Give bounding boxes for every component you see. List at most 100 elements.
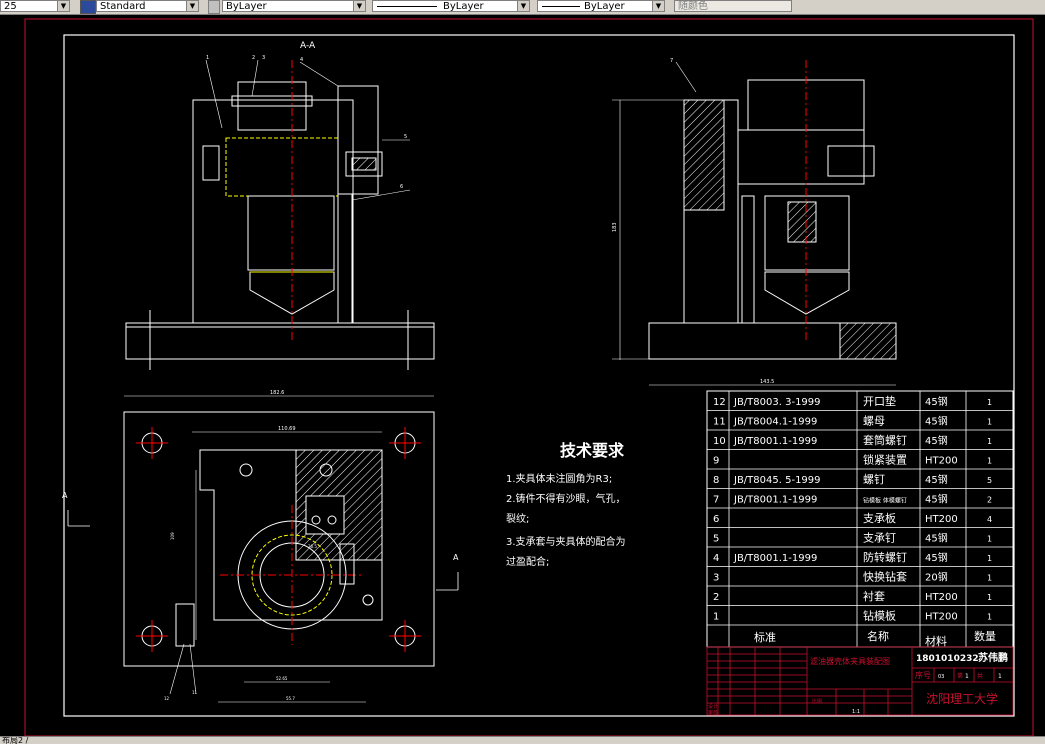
bom-cell-name: 螺钉 <box>863 473 885 486</box>
dim-plan-width: 182.6 <box>270 390 284 396</box>
bom-cell-mat: 45钢 <box>925 395 948 408</box>
bom-cell-name: 螺母 <box>863 415 885 428</box>
side-locking <box>827 145 875 177</box>
chevron-down-icon[interactable]: ▼ <box>57 1 69 11</box>
leader-line <box>169 643 185 695</box>
bom-cell-std: JB/T8001.1-1999 <box>733 436 817 447</box>
color-value: ByLayer <box>226 1 267 12</box>
callout-1: 1 <box>206 55 209 61</box>
leader-line <box>189 643 197 695</box>
leader-line <box>351 189 411 201</box>
bom-cell-name: 支承钉 <box>863 532 896 545</box>
section-arrow-right: A <box>453 553 459 562</box>
layer-dropdown[interactable]: 25 ▼ <box>0 0 70 12</box>
text-style-icon[interactable] <box>80 0 96 14</box>
drawing-canvas[interactable]: A-A 1 2 3 4 5 6 <box>0 15 1045 736</box>
leader-line <box>299 61 339 87</box>
locking-device <box>345 151 383 177</box>
plotstyle-value: 随颜色 <box>678 1 708 12</box>
bom-cell-no: 2 <box>713 592 719 603</box>
side-base-hatch <box>839 322 897 360</box>
pin-circle <box>362 594 374 606</box>
lineweight-value: ByLayer <box>584 1 625 12</box>
bom-cell-std: JB/T8045. 5-1999 <box>733 475 821 486</box>
properties-toolbar: 25 ▼ Standard ▼ ByLayer ▼ ByLayer ▼ ByLa… <box>0 0 1045 15</box>
bom-header-mat: 材料 <box>925 634 947 648</box>
side-bushing-hatch <box>787 201 817 243</box>
bom-cell-name: 套筒螺钉 <box>863 433 907 447</box>
support-rod <box>337 193 353 324</box>
leader-line <box>251 59 259 97</box>
bom-cell-mat: 45钢 <box>925 493 948 506</box>
color-swatch-icon[interactable] <box>208 0 220 14</box>
callout-5: 5 <box>404 134 407 140</box>
bom-cell-no: 7 <box>713 495 719 506</box>
student-name: 苏伟鹏 <box>978 651 1008 664</box>
dim-inner: 110.69 <box>278 426 296 432</box>
title-frame <box>706 646 1014 716</box>
bom-cell-qty: 1 <box>987 437 992 446</box>
drawing-frame <box>63 34 1015 717</box>
layout-tab[interactable]: 布局2 / <box>2 736 29 744</box>
technical-requirements: 技术要求 1.夹具体未注圆角为R3; 2.铸件不得有沙眼，气孔， 裂纹; 3.支… <box>506 441 626 568</box>
bom-header-std: 标准 <box>754 630 776 644</box>
bom-cell-mat: HT200 <box>925 514 958 525</box>
tech-req-line-4: 3.支承套与夹具体的配合为 <box>506 535 626 548</box>
tech-req-title: 技术要求 <box>560 441 625 460</box>
callout-3: 3 <box>262 55 265 61</box>
bom-header-name: 名称 <box>867 629 889 643</box>
screw-head <box>311 515 321 525</box>
sheet-outer-border <box>24 18 1034 736</box>
bom-cell-no: 6 <box>713 514 719 525</box>
color-dropdown[interactable]: ByLayer ▼ <box>222 0 366 12</box>
chevron-down-icon[interactable]: ▼ <box>186 1 198 11</box>
bom-cell-mat: 45钢 <box>925 473 948 486</box>
dim-height-label: 183 <box>612 222 618 232</box>
scale-value: 1:1 <box>852 709 860 715</box>
text-style-dropdown[interactable]: Standard ▼ <box>96 0 199 12</box>
lineweight-dropdown[interactable]: ByLayer ▼ <box>537 0 665 12</box>
sheet-no: 1 <box>965 673 969 680</box>
line-sample-icon <box>542 6 580 7</box>
label-sheets: 共 <box>977 672 983 680</box>
side-view: 183 143.5 7 <box>612 58 897 386</box>
window <box>202 145 220 181</box>
plan-locking <box>305 495 345 535</box>
bom-cell-qty: 1 <box>987 418 992 427</box>
text-style-value: Standard <box>100 1 146 12</box>
label-sheet: 第 <box>957 672 963 680</box>
chevron-down-icon[interactable]: ▼ <box>517 1 529 11</box>
section-label: A-A <box>300 41 316 51</box>
label-seq: 序号 <box>915 670 931 680</box>
bom-cell-qty: 5 <box>987 476 992 485</box>
callout-2: 2 <box>252 55 255 61</box>
side-bushing <box>764 195 850 271</box>
tech-req-line-3: 裂纹; <box>506 512 529 525</box>
bom-frame <box>706 390 1014 648</box>
bom-header-qty: 数量 <box>974 630 996 643</box>
plotstyle-dropdown[interactable]: 随颜色 <box>674 0 792 12</box>
screw-circle <box>239 463 253 477</box>
screw-circle <box>319 463 333 477</box>
bom-cell-no: 12 <box>713 397 726 408</box>
callout-4: 4 <box>300 57 303 63</box>
bom-cell-mat: 45钢 <box>925 551 948 564</box>
tech-req-line-2: 2.铸件不得有沙眼，气孔， <box>506 492 626 505</box>
bom-cell-no: 11 <box>713 417 726 428</box>
bom-cell-name: 支承板 <box>863 511 896 525</box>
student-id: 1801010232 <box>916 654 979 664</box>
line-sample-icon <box>377 6 437 7</box>
bom-cell-mat: HT200 <box>925 612 958 623</box>
chevron-down-icon[interactable]: ▼ <box>353 1 365 11</box>
bom-cell-qty: 2 <box>987 496 992 505</box>
bom-cell-name: 锁紧装置 <box>863 453 907 467</box>
linetype-dropdown[interactable]: ByLayer ▼ <box>372 0 530 12</box>
tech-req-line-5: 过盈配合; <box>506 555 549 568</box>
bom-cell-mat: HT200 <box>925 592 958 603</box>
status-bar: 布局2 / <box>0 736 1045 744</box>
side-column <box>337 85 379 195</box>
chevron-down-icon[interactable]: ▼ <box>652 1 664 11</box>
bom-cell-no: 4 <box>713 553 719 564</box>
side-body-hatch <box>683 99 725 211</box>
